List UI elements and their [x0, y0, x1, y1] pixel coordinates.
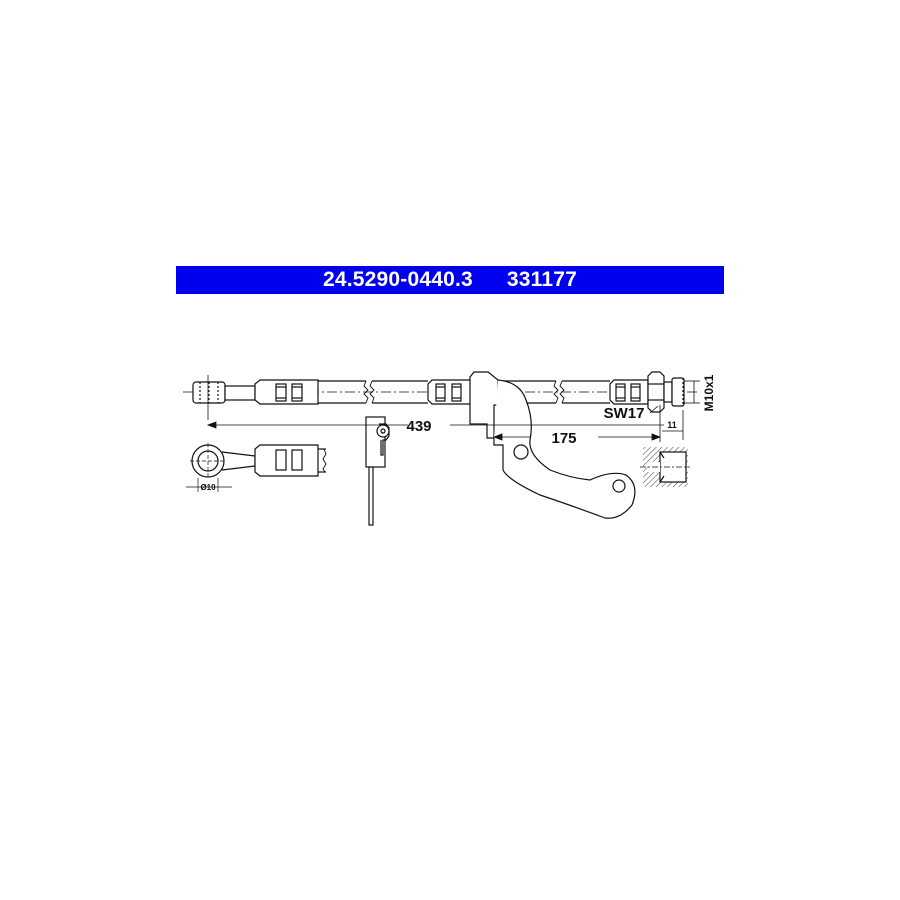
dimension-175: 175: [551, 430, 576, 447]
main-hose: [183, 371, 700, 420]
reference-number: 331177: [506, 268, 578, 291]
part-number: 24.5290-0440.3: [322, 268, 473, 291]
dimension-439: 439: [406, 418, 431, 435]
eye-diameter-label: Ø10: [200, 483, 216, 492]
banjo-fitting: [186, 443, 327, 492]
wrench-size-label: SW17: [604, 405, 645, 422]
dimension-11: 11: [667, 420, 677, 430]
hose-clip: [365, 416, 390, 526]
dimension-lines: [206, 380, 700, 442]
thread-section-detail: [640, 447, 690, 487]
mounting-bracket: [469, 371, 636, 519]
part-number-banner: 24.5290-0440.3 331177: [176, 266, 724, 294]
thread-spec-label: M10x1: [702, 374, 716, 411]
